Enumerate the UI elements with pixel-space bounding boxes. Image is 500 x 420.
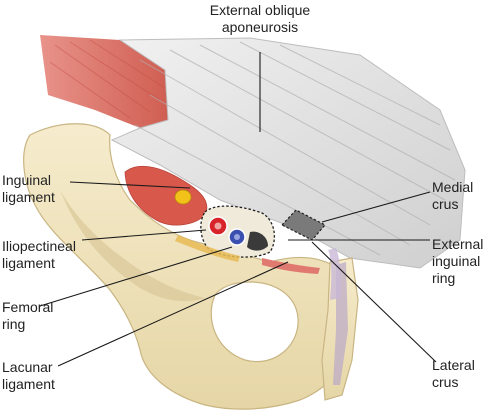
label-line: Femoral [2, 299, 54, 315]
iliopectineal-strip [175, 235, 240, 262]
external-oblique-aponeurosis [110, 37, 466, 269]
leader-femoral-ring [39, 246, 233, 307]
external-inguinal-ring [281, 209, 326, 241]
label-line: Lateral [432, 357, 475, 373]
label-line: inguinal [432, 253, 481, 269]
aponeurosis-fibers [134, 41, 456, 256]
label-line: ring [432, 270, 456, 286]
leader-inguinal-ligament [69, 181, 191, 189]
abdominal-muscle [40, 35, 168, 128]
bone-shadow [60, 190, 205, 302]
label-line: Iliopectineal [2, 238, 76, 254]
label-external-inguinal-ring: External inguinal ring [432, 236, 483, 287]
label-line: ligament [2, 255, 55, 271]
leader-lines [39, 52, 437, 367]
label-line: External oblique [209, 2, 311, 18]
muscle-fibers [49, 39, 166, 119]
label-line: ring [2, 316, 26, 332]
label-inguinal-ligament: Inguinal ligament [2, 172, 55, 206]
label-medial-crus: Medial crus [432, 179, 473, 213]
label-external-oblique-aponeurosis: External oblique aponeurosis [190, 2, 330, 36]
label-line: crus [432, 374, 459, 390]
label-lacunar-ligament: Lacunar ligament [2, 359, 55, 393]
label-line: Medial [432, 179, 474, 195]
label-line: crus [432, 196, 459, 212]
label-iliopectineal-ligament: Iliopectineal ligament [2, 238, 76, 272]
label-femoral-ring: Femoral ring [2, 299, 53, 333]
label-line: External [432, 236, 484, 252]
femoral-nerve [174, 189, 192, 205]
label-line: ligament [2, 189, 55, 205]
label-line: Lacunar [2, 359, 53, 375]
label-line: Inguinal [2, 172, 52, 188]
leader-lacunar [57, 261, 289, 367]
lacunar-ligament-shape [262, 258, 320, 274]
label-line: aponeurosis [221, 19, 299, 35]
label-line: ligament [2, 376, 55, 392]
leader-medial-crus [321, 191, 431, 223]
femoral-canal [247, 231, 268, 251]
leader-lateral-crus [311, 241, 437, 363]
obturator-foramen [210, 281, 299, 363]
label-lateral-crus: Lateral crus [432, 357, 475, 391]
leader-iliopectineal [81, 229, 207, 241]
